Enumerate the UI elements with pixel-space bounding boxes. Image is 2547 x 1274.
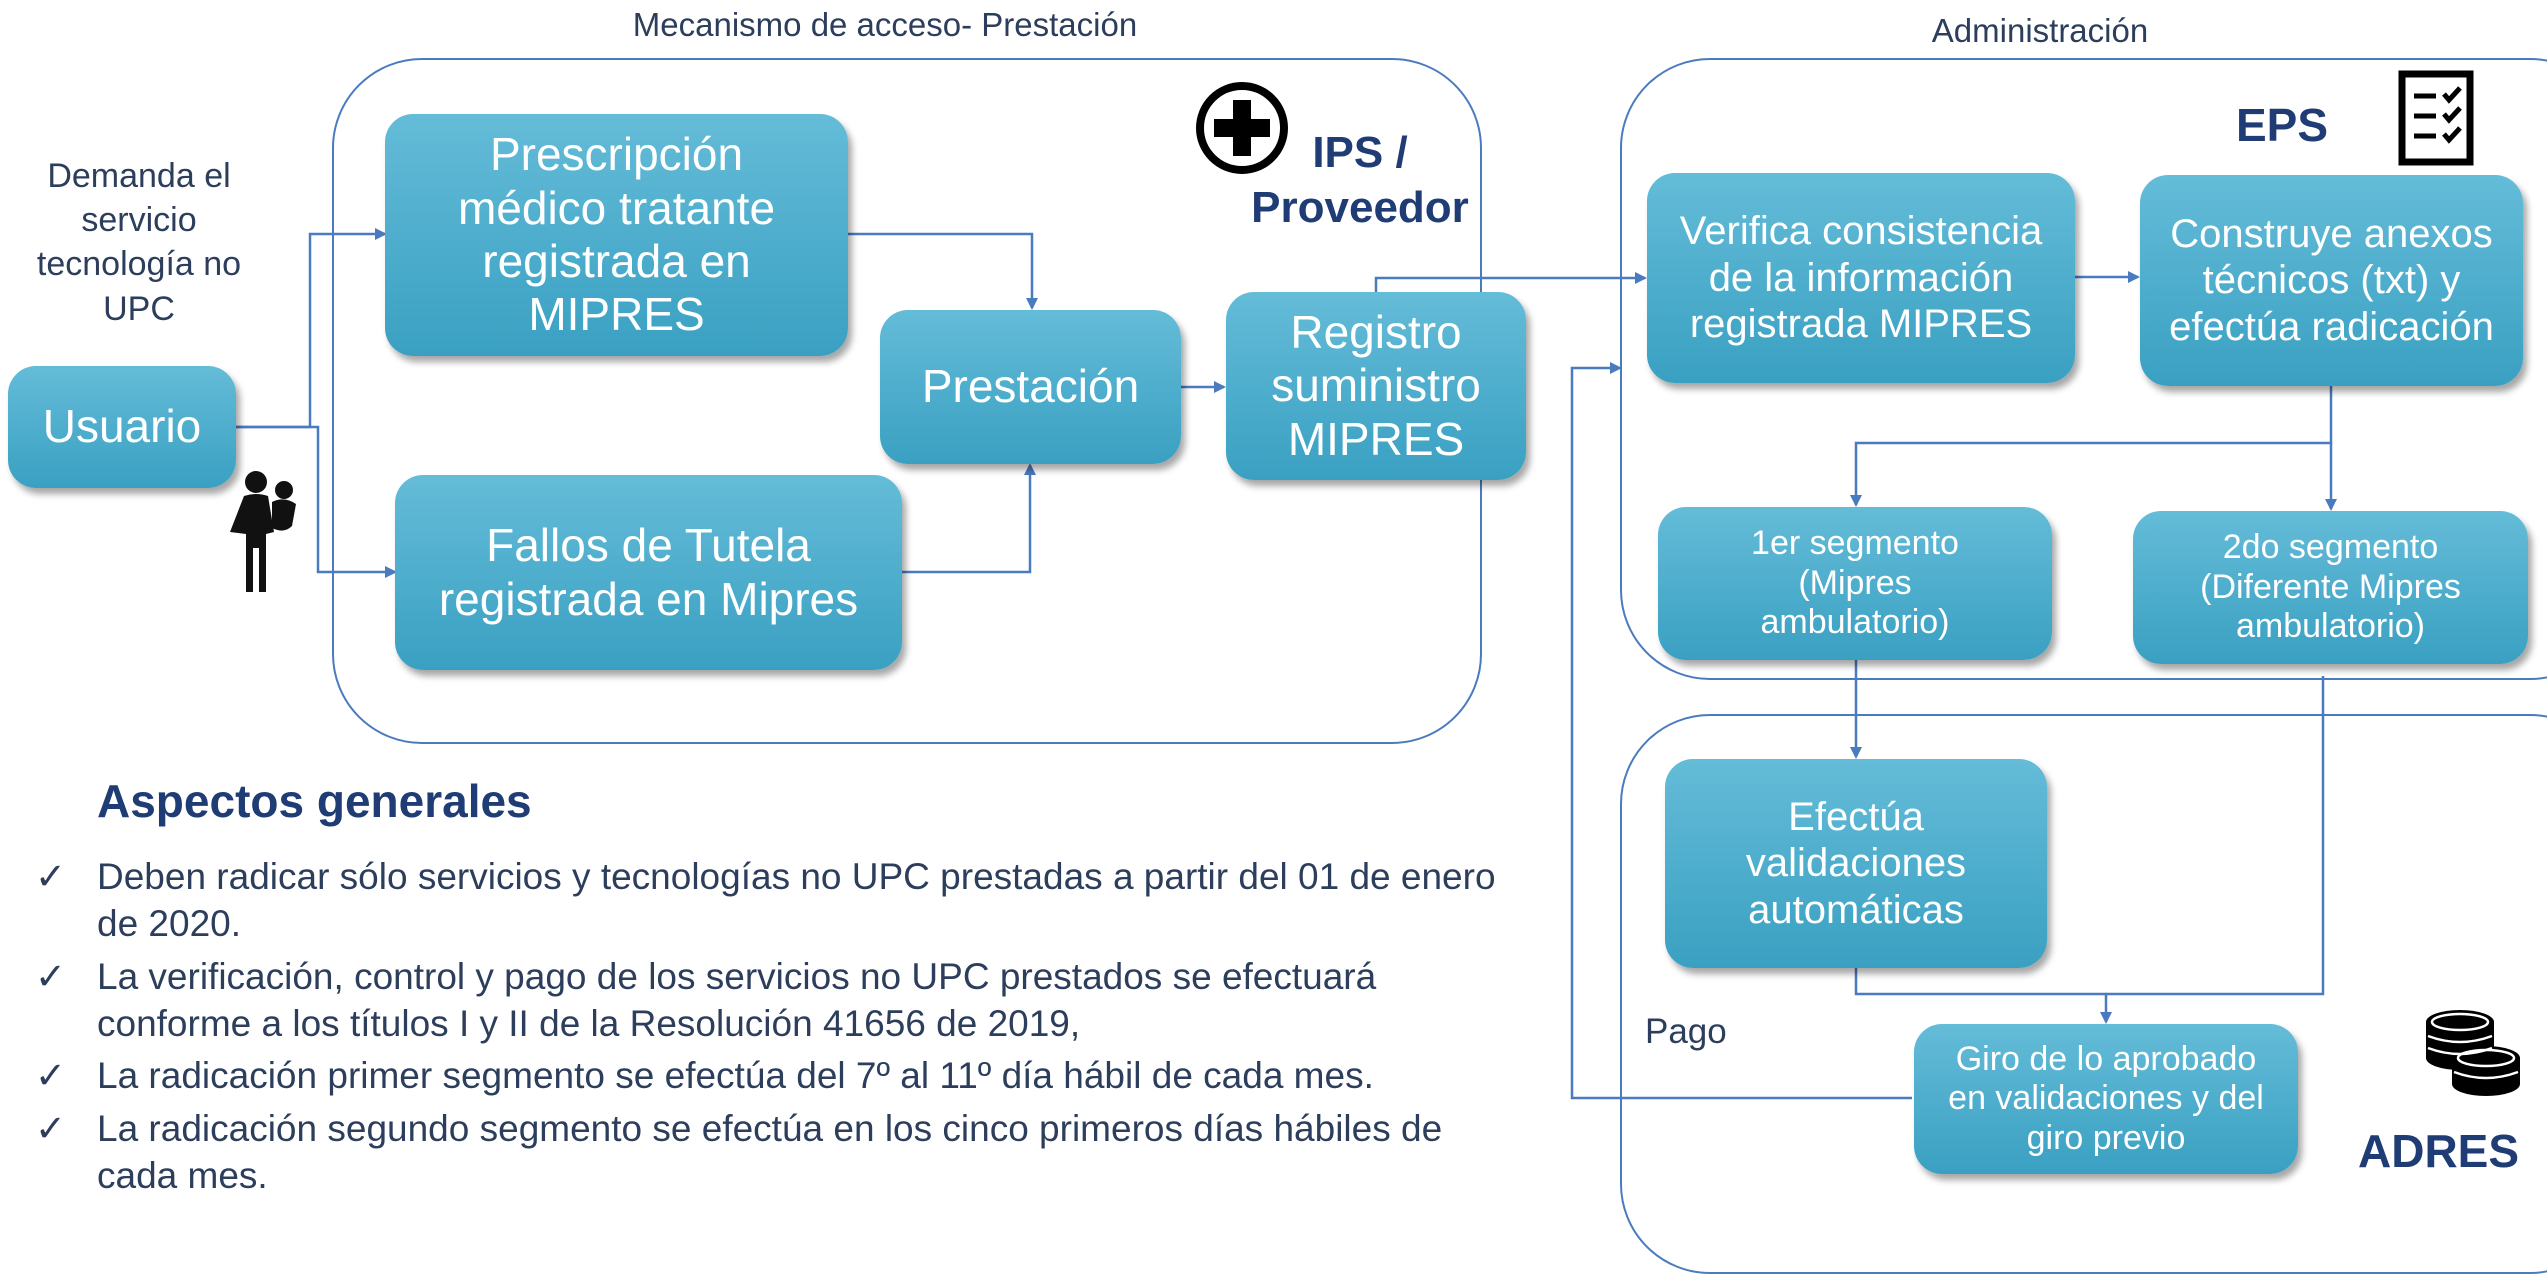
prestacion-node: Prestación	[880, 310, 1181, 464]
aspectos-list: ✓ Deben radicar sólo servicios y tecnolog…	[35, 853, 1505, 1205]
list-item-text: La radicación segundo segmento se efectú…	[97, 1107, 1443, 1197]
edge-seg2-giro	[2106, 676, 2325, 996]
eps-label: EPS	[2236, 99, 2329, 151]
checkmark-icon: ✓	[35, 1107, 67, 1149]
edge-usuario-tutela	[236, 425, 397, 578]
connector-lines	[236, 228, 2337, 1100]
pago-label: Pago	[1645, 1012, 1727, 1051]
list-item-text: La verificación, control y pago de los s…	[97, 955, 1377, 1045]
tutela-node: Fallos de Tutela registrada en Mipres	[395, 475, 902, 670]
segmento2-node: 2do segmento (Diferente Mipres ambulator…	[2133, 511, 2528, 664]
section-title-administracion: Administración	[1931, 12, 2149, 49]
segmento1-node: 1er segmento (Mipres ambulatorio)	[1658, 507, 2052, 660]
coins-icon	[2426, 1010, 2520, 1096]
checkmark-icon: ✓	[35, 955, 67, 997]
list-item-text: La radicación primer segmento se efectúa…	[97, 1055, 1374, 1097]
aspectos-title: Aspectos generales	[97, 775, 532, 827]
section-title-acceso: Mecanismo de acceso- Prestación	[632, 6, 1138, 43]
edge-tutela-prestacion	[902, 463, 1036, 574]
list-item: ✓ La radicación primer segmento se efectú…	[35, 1052, 1505, 1099]
construye-node: Construye anexos técnicos (txt) y efectú…	[2140, 175, 2523, 386]
edge-prescripcion-prestacion	[848, 232, 1038, 310]
validaciones-node: Efectúa validaciones automáticas	[1665, 759, 2047, 968]
adres-label: ADRES	[2358, 1125, 2520, 1177]
prescripcion-node: Prescripción médico tratante registrada …	[385, 114, 848, 356]
checkmark-icon: ✓	[35, 856, 67, 897]
list-item: ✓ La verificación, control y pago de los …	[35, 953, 1505, 1048]
medical-cross-icon	[1196, 82, 1288, 174]
verifica-node: Verifica consistencia de la información …	[1647, 173, 2075, 383]
registro-node: Registro suministro MIPRES	[1226, 292, 1526, 480]
edge-construye-seg1	[1850, 386, 2333, 507]
usuario-node: Usuario	[8, 366, 236, 488]
list-item-text: Deben radicar sólo servicios y tecnologí…	[97, 856, 1496, 945]
list-item: ✓ La radicación segundo segmento se efect…	[35, 1105, 1505, 1200]
demanda-label: Demanda el servicio tecnología no UPC	[36, 157, 242, 328]
list-item: ✓ Deben radicar sólo servicios y tecnolog…	[35, 853, 1505, 948]
mother-child-icon	[230, 471, 296, 592]
edge-registro-verifica	[1374, 272, 1647, 292]
checkmark-icon: ✓	[35, 1055, 67, 1097]
giro-node: Giro de lo aprobado en validaciones y de…	[1914, 1024, 2298, 1174]
ips-label: IPS / Proveedor	[1251, 128, 1469, 232]
edge-validaciones-giro	[1854, 968, 2112, 1024]
checklist-icon	[2398, 70, 2474, 166]
edge-giro-verifica	[1570, 362, 1912, 1100]
